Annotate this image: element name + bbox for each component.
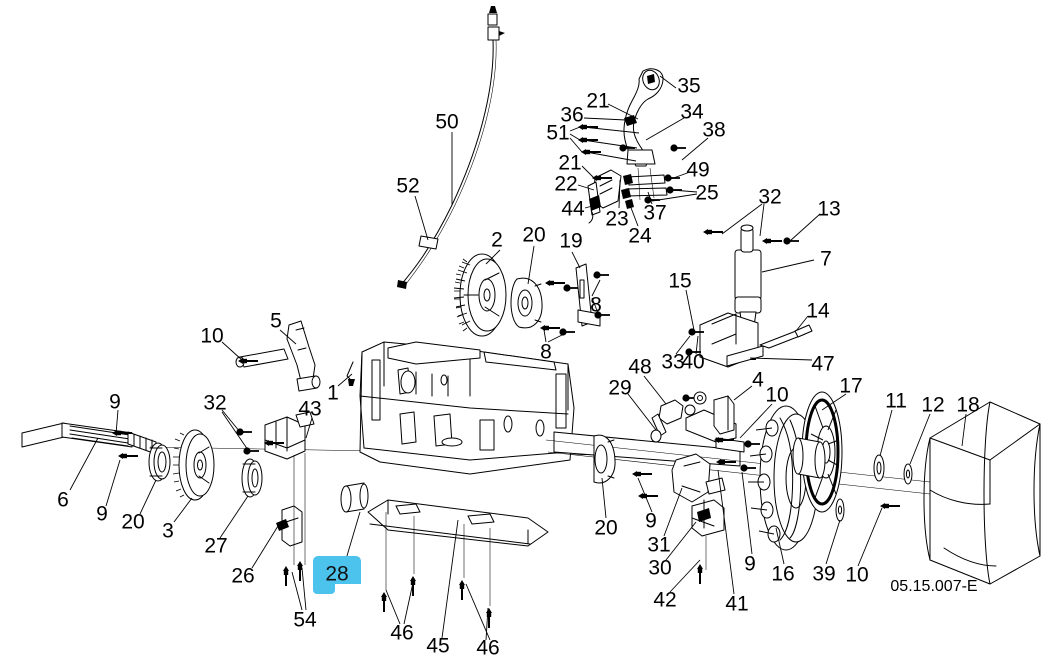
callout-9[interactable]: 9 [744, 552, 756, 576]
callout-33[interactable]: 33 [661, 350, 685, 374]
callout-8[interactable]: 8 [590, 293, 602, 317]
callout-23[interactable]: 23 [605, 207, 629, 231]
drum-housing [923, 401, 1041, 585]
callout-39[interactable]: 39 [812, 562, 836, 586]
callout-17[interactable]: 17 [839, 374, 863, 398]
callout-47[interactable]: 47 [811, 352, 835, 376]
callout-15[interactable]: 15 [668, 269, 692, 293]
axle-shaft-assembly [545, 391, 931, 584]
callout-28[interactable]: 28 [325, 562, 349, 586]
callout-50[interactable]: 50 [435, 110, 459, 134]
callout-12[interactable]: 12 [921, 393, 945, 417]
callout-43[interactable]: 43 [298, 397, 322, 421]
wheel-hub-assembly [748, 391, 1041, 585]
callout-52[interactable]: 52 [396, 174, 420, 198]
callout-49[interactable]: 49 [686, 158, 710, 182]
callout-18[interactable]: 18 [956, 393, 980, 417]
callout-10[interactable]: 10 [765, 383, 789, 407]
callout-5[interactable]: 5 [270, 309, 282, 333]
callout-36[interactable]: 36 [560, 103, 584, 127]
highlight-28-tail [313, 580, 335, 594]
callout-6[interactable]: 6 [57, 488, 69, 512]
callout-20[interactable]: 20 [522, 223, 546, 247]
callout-41[interactable]: 41 [725, 592, 749, 616]
callout-46[interactable]: 46 [476, 636, 500, 660]
callout-35[interactable]: 35 [677, 74, 701, 98]
callout-32[interactable]: 32 [203, 391, 227, 415]
callout-38[interactable]: 38 [702, 118, 726, 142]
input-shaft-assembly [21, 422, 601, 513]
callout-26[interactable]: 26 [231, 564, 255, 588]
callout-34[interactable]: 34 [680, 100, 704, 124]
callout-13[interactable]: 13 [817, 197, 841, 221]
callout-31[interactable]: 31 [647, 533, 671, 557]
callout-24[interactable]: 24 [628, 224, 652, 248]
callout-7[interactable]: 7 [820, 247, 832, 271]
part-number-text: 05.15.007-E [890, 578, 978, 595]
control-cable-assembly [346, 6, 505, 386]
callout-20[interactable]: 20 [594, 516, 618, 540]
callout-46[interactable]: 46 [390, 621, 414, 645]
callout-10[interactable]: 10 [200, 324, 224, 348]
callout-19[interactable]: 19 [559, 229, 583, 253]
callout-1[interactable]: 1 [327, 381, 339, 405]
callout-16[interactable]: 16 [771, 562, 795, 586]
callout-30[interactable]: 30 [648, 556, 672, 580]
callout-9[interactable]: 9 [645, 509, 657, 533]
callout-11[interactable]: 11 [885, 389, 907, 413]
callout-42[interactable]: 42 [653, 588, 677, 612]
highlight-28-box [313, 556, 361, 584]
shift-arm-bracket [235, 320, 321, 586]
callout-3[interactable]: 3 [162, 519, 174, 543]
callout-2[interactable]: 2 [491, 228, 503, 252]
callout-9[interactable]: 9 [96, 502, 108, 526]
callout-21[interactable]: 21 [586, 89, 610, 113]
callout-4[interactable]: 4 [752, 368, 764, 392]
callout-48[interactable]: 48 [628, 355, 652, 379]
callout-22[interactable]: 22 [554, 172, 578, 196]
shift-lever-assembly [578, 68, 686, 224]
callout-20[interactable]: 20 [121, 510, 145, 534]
leader-lines [69, 75, 967, 641]
callout-27[interactable]: 27 [204, 534, 228, 558]
callout-21[interactable]: 21 [558, 151, 582, 175]
callout-9[interactable]: 9 [109, 390, 121, 414]
callout-51[interactable]: 51 [546, 121, 570, 145]
callout-45[interactable]: 45 [426, 634, 450, 658]
callout-54[interactable]: 54 [293, 608, 317, 632]
callout-29[interactable]: 29 [608, 376, 632, 400]
callout-32[interactable]: 32 [758, 185, 782, 209]
pump-gear-assembly [453, 253, 610, 337]
callout-44[interactable]: 44 [561, 197, 585, 221]
shock-absorber-assembly [685, 224, 813, 368]
callout-10[interactable]: 10 [845, 563, 869, 587]
callout-14[interactable]: 14 [806, 299, 830, 323]
callout-8[interactable]: 8 [540, 340, 552, 364]
callout-40[interactable]: 40 [681, 350, 705, 374]
callout-25[interactable]: 25 [695, 181, 719, 205]
callout-37[interactable]: 37 [643, 201, 667, 225]
